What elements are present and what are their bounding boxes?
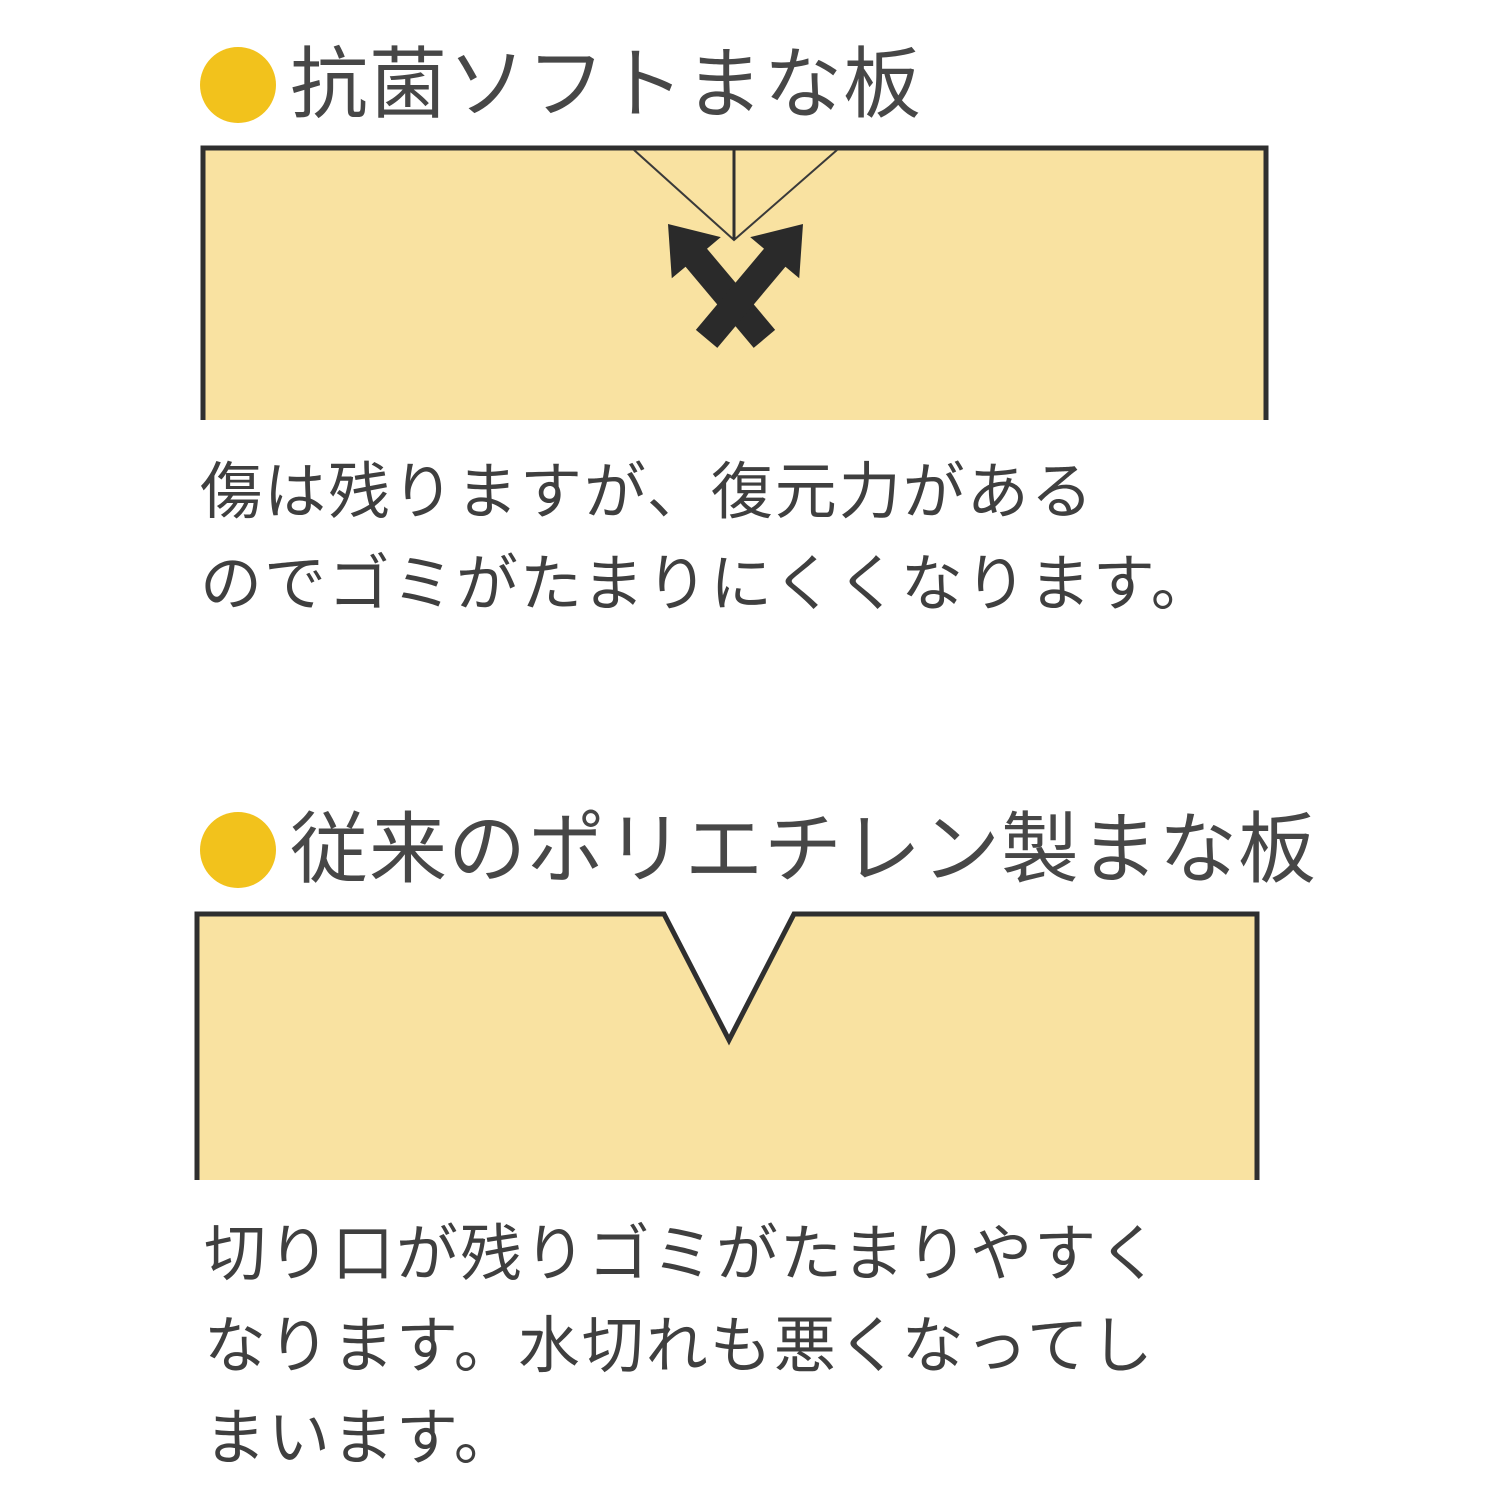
polyethylene-board-diagram: [194, 911, 1260, 1180]
polyethylene-board-description-line: 切り口が残りゴミがたまりやすく: [204, 1217, 1163, 1290]
arrow-icon-right: [695, 224, 803, 348]
soft-board-diagram: [200, 145, 1269, 420]
heading-soft-board: 抗菌ソフトまな板: [200, 30, 922, 140]
polyethylene-board-body: [194, 911, 1260, 1180]
polyethylene-board-description: 切り口が残りゴミがたまりやすく なります。水切れも悪くなってし まいます。: [204, 1208, 1284, 1484]
polyethylene-board-description-line: なります。水切れも悪くなってし: [204, 1309, 1155, 1382]
soft-board-description: 傷は残りますが、復元力がある のでゴミがたまりにくくなります。: [200, 446, 1480, 630]
soft-board-description-line: のでゴミがたまりにくくなります。: [200, 547, 1215, 620]
heading-polyethylene-board: 従来のポリエチレン製まな板: [200, 795, 1317, 905]
soft-board-description-line: 傷は残りますが、復元力がある: [200, 455, 1095, 528]
yellow-bullet-icon: [200, 47, 276, 123]
yellow-bullet-icon: [200, 812, 276, 888]
heading-soft-board-text: 抗菌ソフトまな板: [290, 40, 923, 130]
heading-polyethylene-board-text: 従来のポリエチレン製まな板: [290, 805, 1318, 895]
polyethylene-board-description-line: まいます。: [204, 1401, 518, 1474]
arrow-icon-left: [668, 224, 776, 348]
